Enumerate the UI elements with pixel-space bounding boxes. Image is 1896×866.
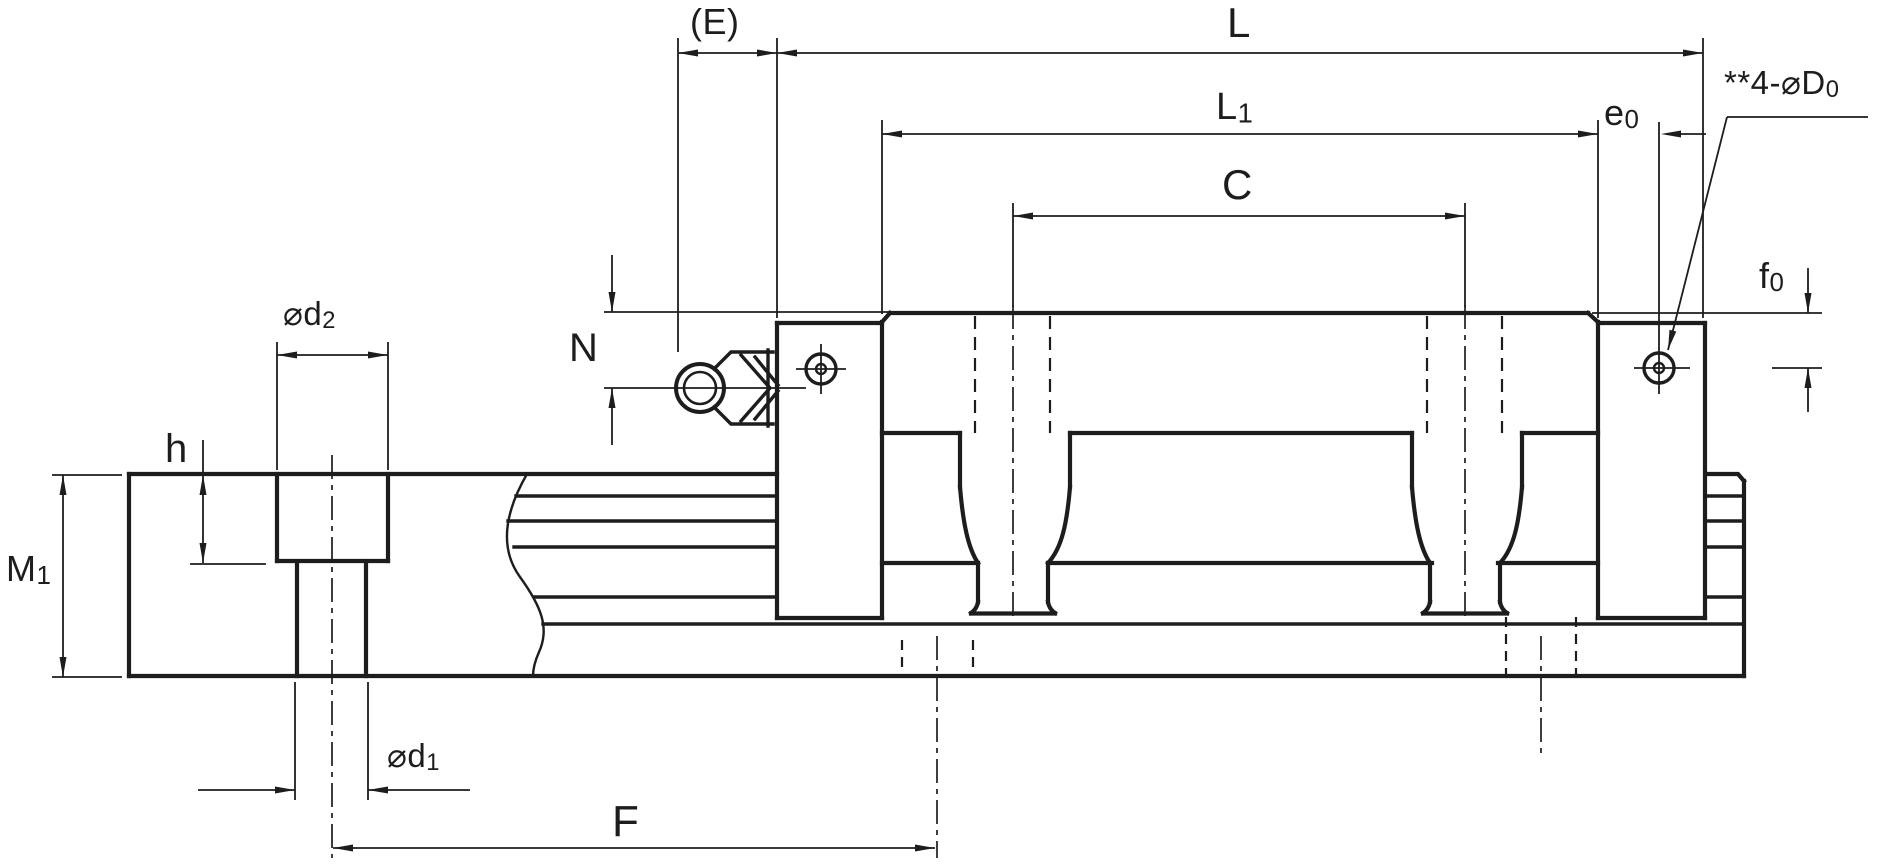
rail-outline	[126, 471, 1747, 679]
dim-label-F: F	[612, 797, 640, 846]
dim-label-phi-d2: ⌀d2	[283, 295, 336, 334]
end-cap-screw-left	[796, 344, 846, 394]
dim-label-L1: L1	[1216, 86, 1254, 129]
dimension-f0	[1592, 268, 1822, 412]
dimension-d2	[276, 342, 389, 470]
dim-label-C: C	[1222, 161, 1253, 208]
dim-label-4-phi-D0: **4-⌀D0	[1724, 64, 1840, 103]
dimension-C	[1012, 203, 1466, 307]
carriage-block-outline	[774, 310, 1708, 621]
bell-mouth-right	[1409, 316, 1525, 616]
dimension-M1	[52, 474, 122, 678]
dim-label-h: h	[165, 427, 188, 471]
dim-label-L: L	[1227, 0, 1251, 46]
dimension-F	[333, 844, 935, 852]
rail-break-line	[505, 473, 545, 677]
dimension-N	[604, 255, 890, 445]
dim-label-e0: e0	[1604, 92, 1640, 135]
dim-label-N: N	[569, 326, 599, 370]
dimension-L1-and-e0	[881, 120, 1706, 394]
bell-mouth-left	[957, 316, 1073, 616]
dimension-d1	[198, 682, 470, 800]
hidden-rail-holes	[900, 617, 1578, 675]
dim-label-f0: f0	[1759, 255, 1785, 298]
centerlines	[331, 305, 1542, 858]
dimension-h	[190, 440, 266, 565]
leader-4-D0-holes	[1667, 116, 1868, 351]
dim-label-M1: M1	[6, 548, 52, 591]
dimension-E-and-L	[677, 38, 1704, 352]
end-cap-screw-right	[1634, 351, 1690, 385]
dim-label-E: (E)	[690, 1, 740, 42]
dim-label-phi-d1: ⌀d1	[387, 737, 440, 776]
